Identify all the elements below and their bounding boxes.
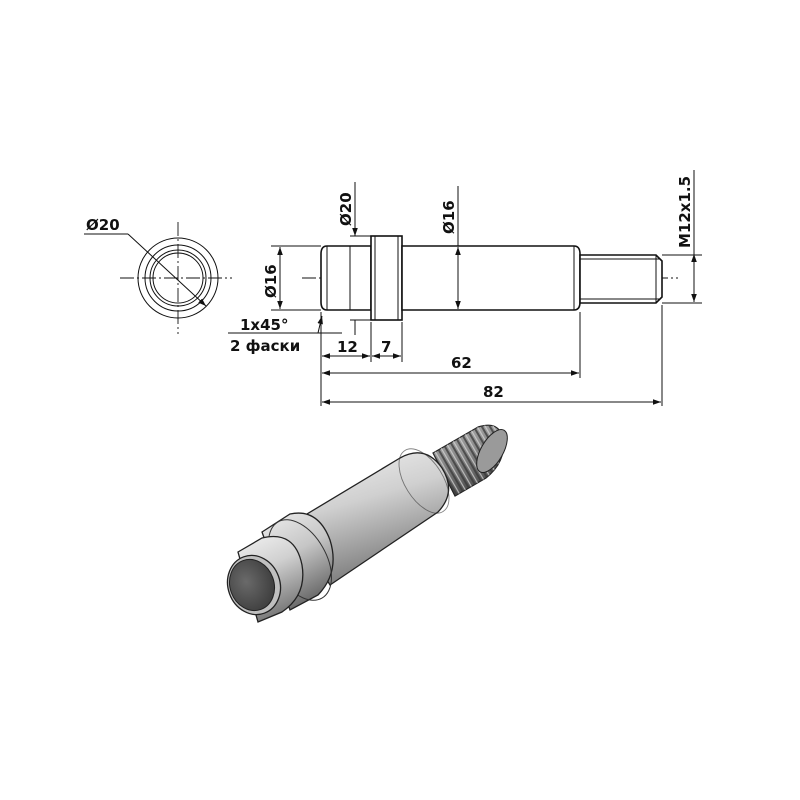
length-collar-label: 7 — [381, 338, 391, 356]
end-view-ring-2 — [149, 249, 207, 307]
render-end-face — [228, 558, 276, 612]
thread-label: M12x1.5 — [676, 176, 694, 248]
end-view-ring-1 — [144, 244, 212, 312]
shaft-diameter-label: Ø16 — [440, 200, 458, 234]
end-view: Ø20 — [84, 216, 232, 334]
thread-section — [579, 254, 663, 304]
chamfer-label: 1x45° — [240, 316, 289, 334]
end-view-diameter-label: Ø20 — [86, 216, 120, 234]
length-total-label: 82 — [483, 383, 504, 401]
head-diameter-label: Ø16 — [262, 264, 280, 298]
collar-diameter-label: Ø20 — [337, 192, 355, 226]
render-thread — [432, 424, 508, 497]
render-shaft-shoulder — [398, 448, 450, 514]
end-view-outer-circle — [137, 237, 219, 319]
head-section — [320, 245, 372, 311]
end-view-ring-3 — [152, 252, 204, 304]
chamfer-note: 2 фаски — [230, 337, 300, 355]
collar-section — [370, 235, 403, 321]
shaft-section — [401, 245, 581, 311]
isometric-render — [226, 424, 508, 623]
side-view: Ø16 Ø20 Ø16 M12x1.5 1x45° 2 фаски 12 — [228, 170, 702, 406]
length-head-label: 12 — [337, 338, 358, 356]
length-shoulder-label: 62 — [451, 354, 472, 372]
end-view-leader — [127, 233, 207, 307]
